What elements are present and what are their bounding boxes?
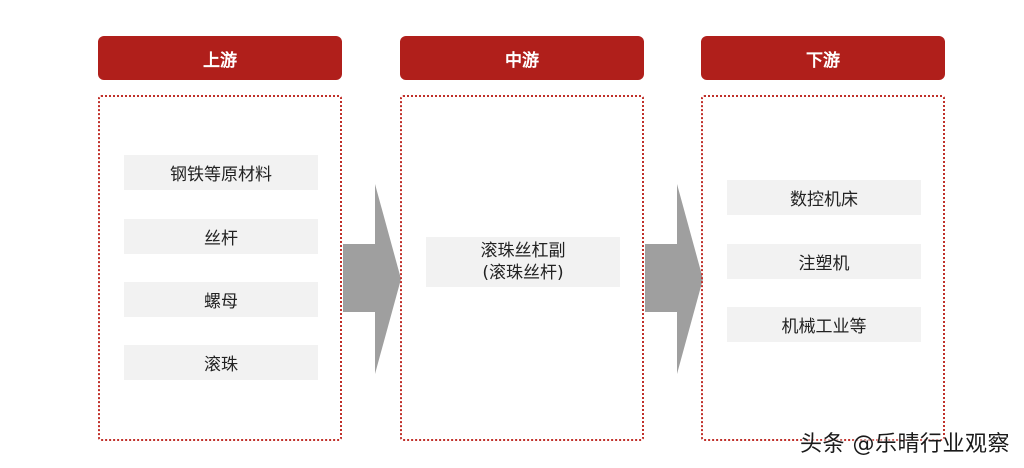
upstream-item-screw-shaft: 丝杆 xyxy=(124,219,318,254)
watermark-text: 头条 @乐晴行业观察 xyxy=(800,432,1010,457)
downstream-item-machinery: 机械工业等 xyxy=(727,307,921,342)
flow-arrow-2 xyxy=(645,184,703,374)
column-header-upstream: 上游 xyxy=(98,36,342,80)
downstream-item-cnc: 数控机床 xyxy=(727,180,921,215)
upstream-item-raw-materials: 钢铁等原材料 xyxy=(124,155,318,190)
midstream-item-line-1: 滚珠丝杠副 xyxy=(480,241,566,261)
column-box-midstream: 滚珠丝杠副 (滚珠丝杆) xyxy=(400,95,644,441)
midstream-item-line-2: (滚珠丝杆) xyxy=(482,263,564,283)
midstream-item-ball-screw: 滚珠丝杠副 (滚珠丝杆) xyxy=(426,237,620,287)
column-box-upstream: 钢铁等原材料 丝杆 螺母 滚珠 xyxy=(98,95,342,441)
column-box-downstream: 数控机床 注塑机 机械工业等 xyxy=(701,95,945,441)
upstream-item-ball: 滚珠 xyxy=(124,345,318,380)
column-header-downstream: 下游 xyxy=(701,36,945,80)
flow-arrow-1 xyxy=(343,184,401,374)
upstream-item-nut: 螺母 xyxy=(124,282,318,317)
column-header-midstream: 中游 xyxy=(400,36,644,80)
downstream-item-injection-molding: 注塑机 xyxy=(727,244,921,279)
